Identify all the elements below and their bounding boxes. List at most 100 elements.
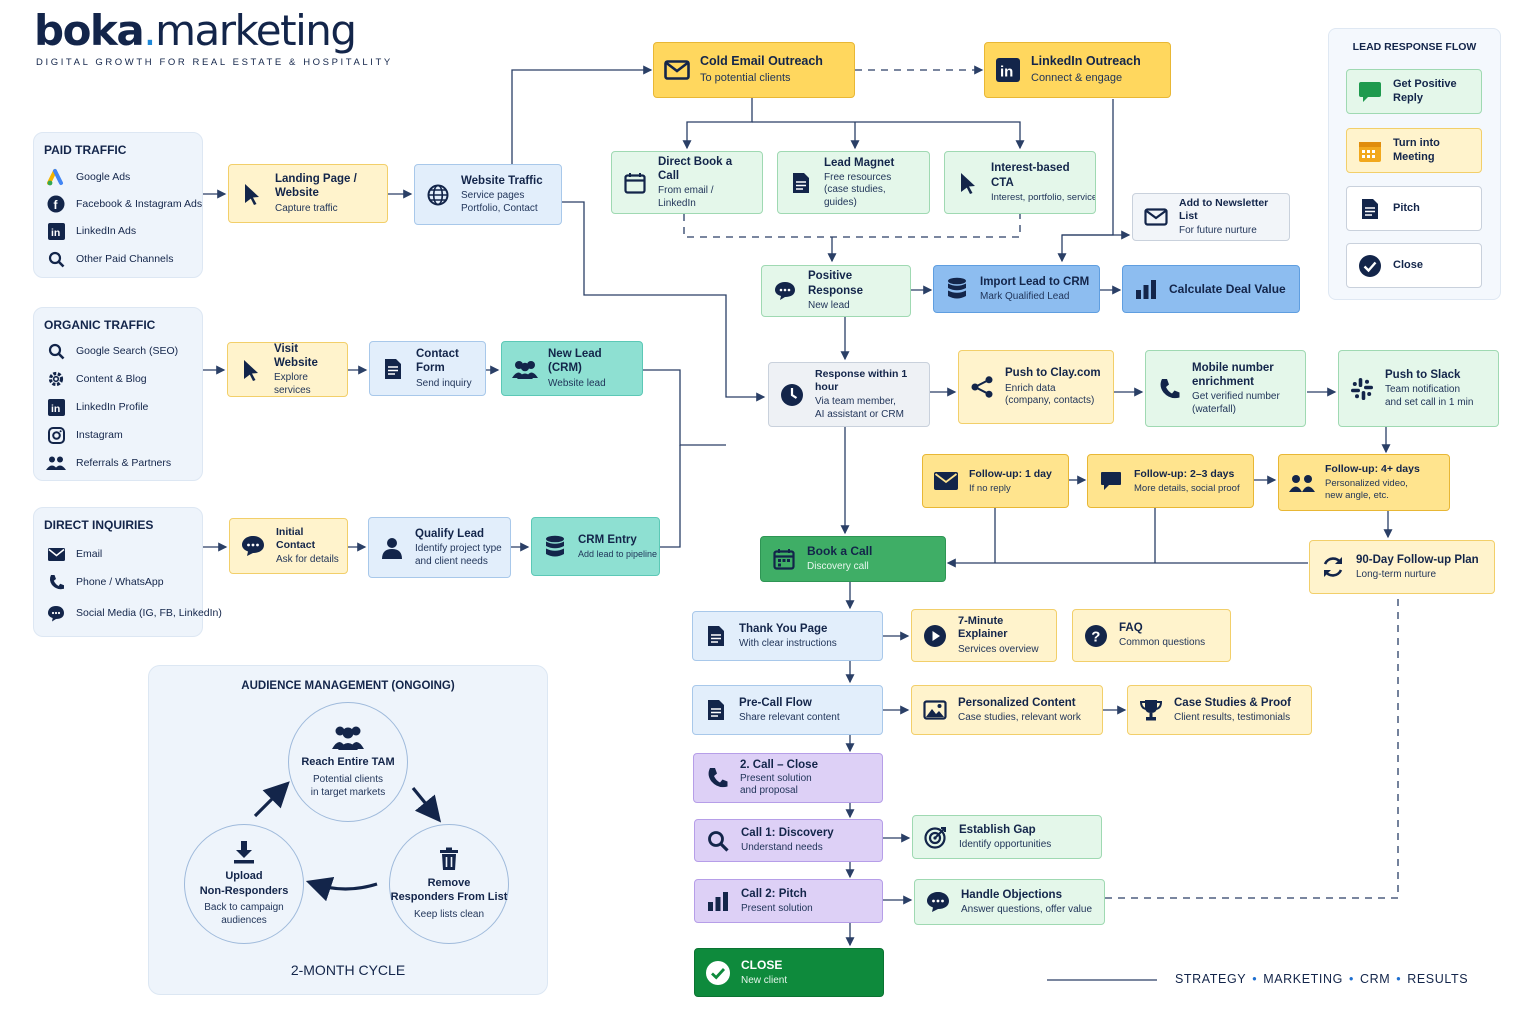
database-icon	[942, 274, 972, 304]
trash-icon	[439, 847, 459, 876]
instagram-icon	[46, 425, 66, 445]
linkedin-icon: in	[993, 55, 1023, 85]
audience-management-panel: AUDIENCE MANAGEMENT (ONGOING) Reach Enti…	[148, 665, 548, 995]
target-icon	[921, 822, 951, 852]
bar-chart-icon	[1131, 274, 1161, 304]
svg-text:in: in	[1000, 64, 1013, 81]
trophy-icon	[1136, 695, 1166, 725]
new-lead-node[interactable]: New Lead (CRM)Website lead	[501, 341, 643, 396]
source-referrals: Referrals & Partners	[46, 453, 171, 473]
share-icon	[967, 372, 997, 402]
lrf-step-meeting[interactable]: Turn into Meeting	[1346, 128, 1482, 173]
question-icon: ?	[1081, 621, 1111, 651]
envelope-icon	[1141, 202, 1171, 232]
direct-inquiries-panel: DIRECT INQUIRIES Email Phone / WhatsApp …	[33, 507, 222, 637]
footer-word: CRM	[1359, 972, 1391, 986]
chat-icon	[46, 603, 66, 623]
calendar-icon	[769, 544, 799, 574]
search-icon	[703, 826, 733, 856]
google-ads-icon	[46, 167, 66, 187]
lrf-step-close[interactable]: Close	[1346, 243, 1482, 288]
cycle-arrows	[253, 781, 442, 902]
database-icon	[540, 532, 570, 562]
gear-icon	[46, 369, 66, 389]
linkedin-icon: in	[46, 221, 66, 241]
deal-value-node[interactable]: Calculate Deal Value	[1122, 265, 1300, 313]
bar-chart-icon	[703, 886, 733, 916]
svg-text:in: in	[51, 403, 60, 415]
search-icon	[46, 341, 66, 361]
document-icon	[1355, 194, 1385, 224]
slack-icon	[1347, 374, 1377, 404]
lrf-step-pitch[interactable]: Pitch	[1346, 186, 1482, 231]
phone-icon	[702, 763, 732, 793]
facebook-icon: f	[46, 194, 66, 214]
footer-tagline: STRATEGY•MARKETING•CRM•RESULTS	[1175, 972, 1469, 986]
organic-traffic-title: ORGANIC TRAFFIC	[44, 318, 156, 332]
lrf-step-get-reply[interactable]: Get Positive Reply	[1346, 69, 1482, 114]
linkedin-icon: in	[46, 397, 66, 417]
cursor-icon	[237, 179, 267, 209]
cursor-icon	[953, 168, 983, 198]
check-circle-icon	[1355, 251, 1385, 281]
source-content-blog: Content & Blog	[46, 369, 147, 389]
calendar-icon	[1355, 136, 1385, 166]
envelope-icon	[46, 544, 66, 564]
globe-icon	[423, 180, 453, 210]
document-icon	[701, 621, 731, 651]
phone-icon	[46, 572, 66, 592]
user-icon	[377, 533, 407, 563]
check-circle-icon	[703, 958, 733, 988]
footer-word: STRATEGY	[1175, 972, 1247, 986]
chat-icon	[923, 887, 953, 917]
phone-icon	[1154, 374, 1184, 404]
footer-word: MARKETING	[1263, 972, 1343, 986]
svg-text:in: in	[51, 227, 60, 239]
search-icon	[46, 249, 66, 269]
refresh-icon	[1318, 552, 1348, 582]
brand-logo: boka.marketing	[34, 6, 357, 55]
chat-icon	[1355, 77, 1385, 107]
chat-icon	[1096, 466, 1126, 496]
source-google-search: Google Search (SEO)	[46, 341, 178, 361]
envelope-icon	[931, 466, 961, 496]
